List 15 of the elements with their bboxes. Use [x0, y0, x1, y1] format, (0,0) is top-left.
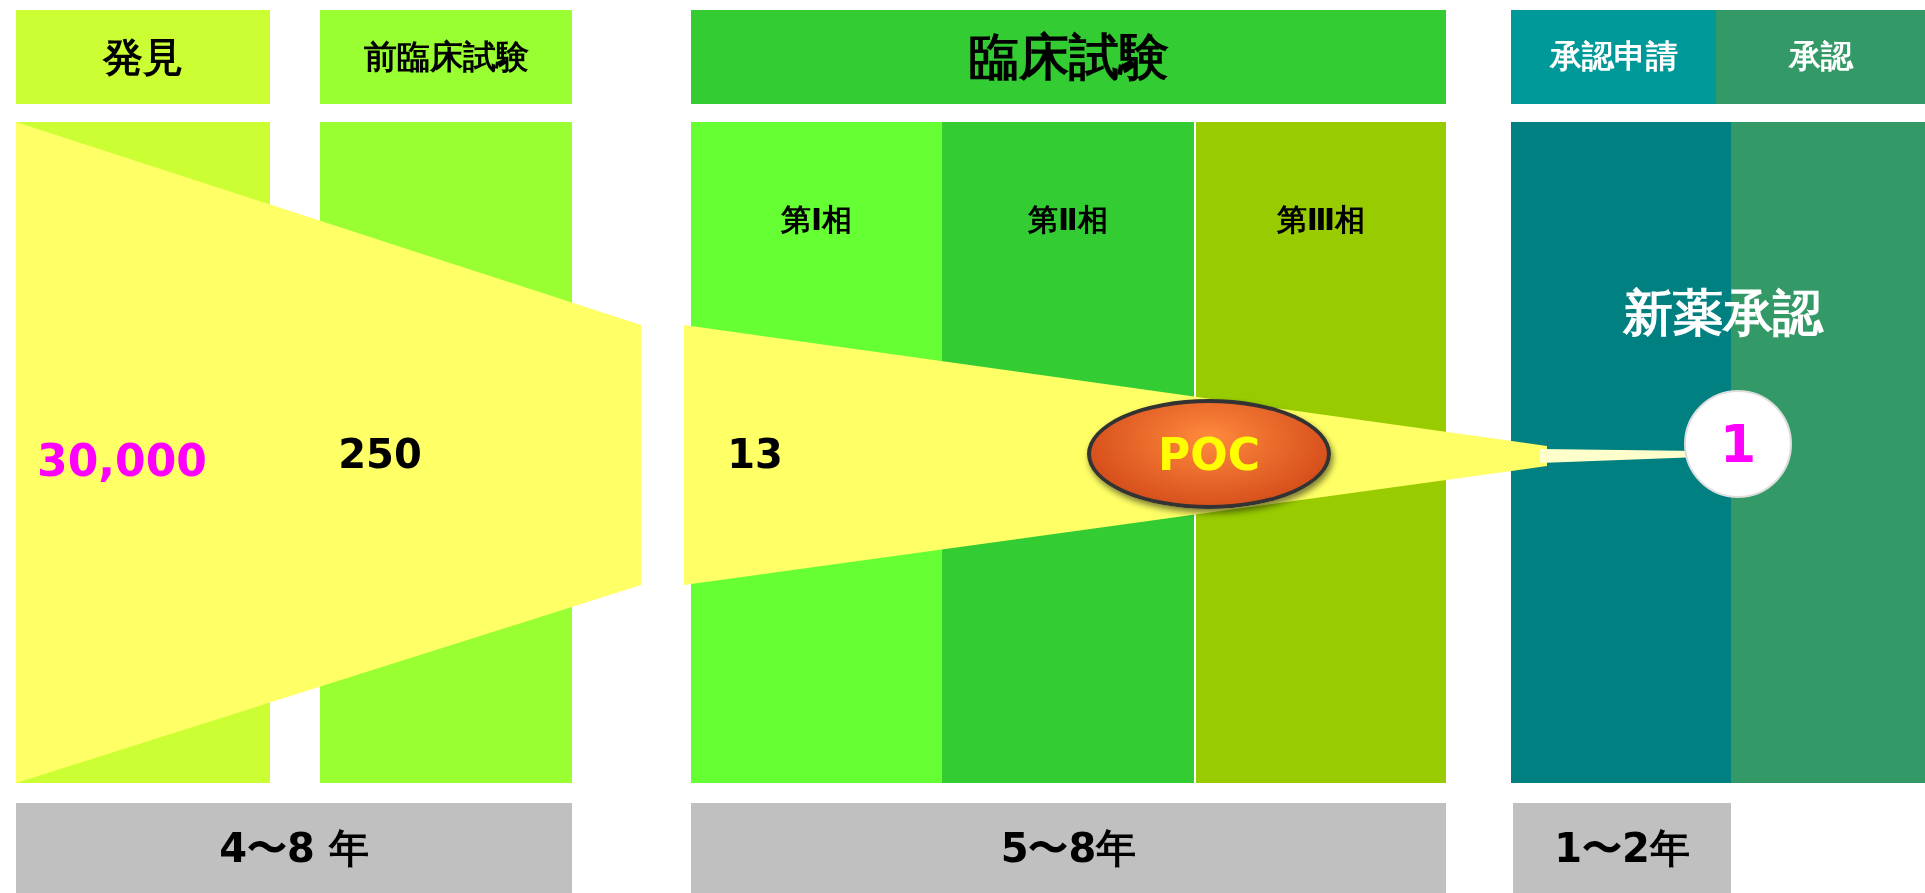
phase-label: 第Ⅰ相 [741, 190, 892, 250]
stage-header: 発見 [16, 10, 270, 104]
stage-header: 承認 [1716, 10, 1925, 104]
duration-bar: 4〜8 年 [16, 803, 572, 893]
duration-bar: 5〜8年 [691, 803, 1446, 893]
count-label: 13 [727, 431, 783, 477]
phase-label: 第Ⅲ相 [1246, 190, 1396, 250]
stage-header: 臨床試験 [691, 10, 1446, 104]
duration-bar: 1〜2年 [1513, 803, 1731, 893]
count-label: 250 [338, 431, 422, 477]
stage-header: 承認申請 [1511, 10, 1716, 104]
count-label: 30,000 [37, 434, 207, 486]
phase-label: 第Ⅱ相 [993, 190, 1143, 250]
stage-header: 前臨床試験 [320, 10, 572, 104]
approval-label: 新薬承認 [1623, 282, 1823, 344]
